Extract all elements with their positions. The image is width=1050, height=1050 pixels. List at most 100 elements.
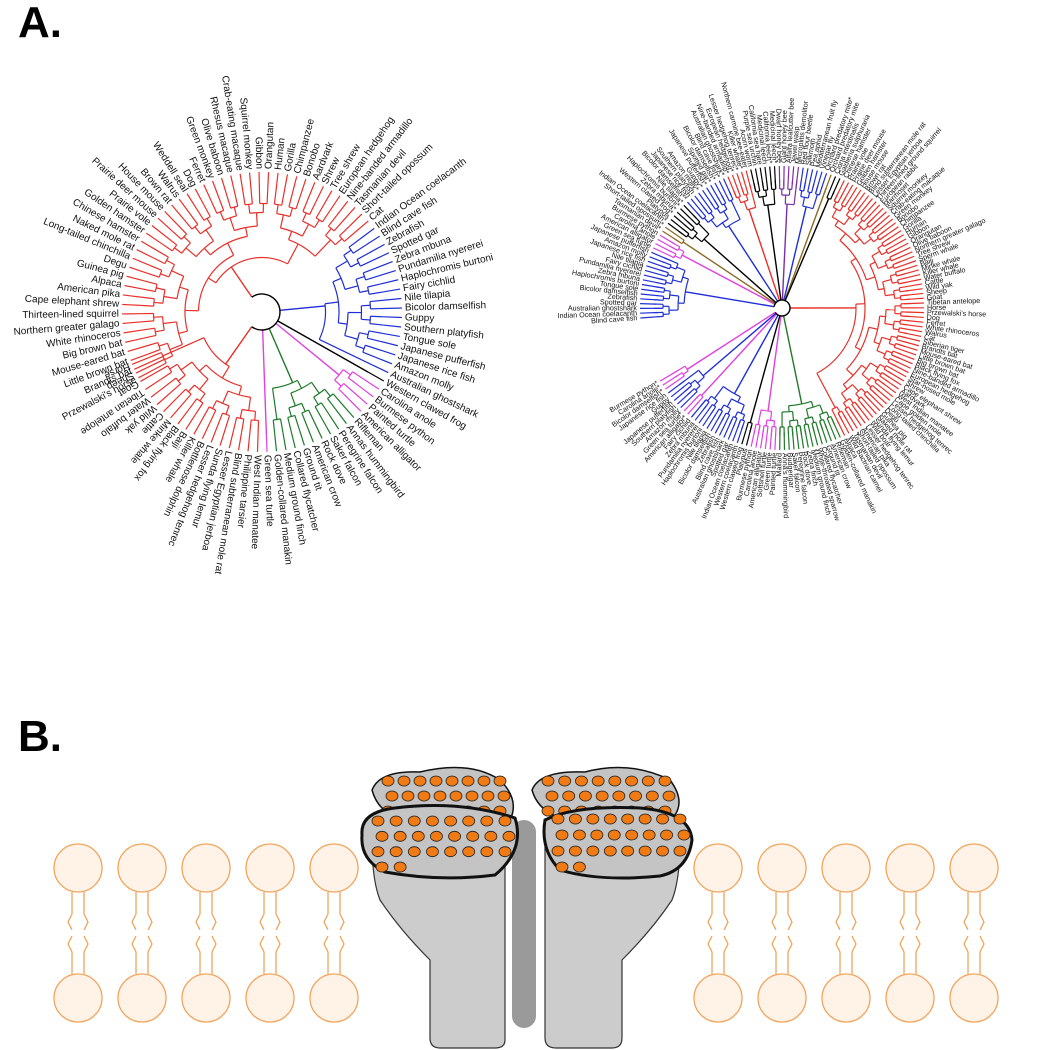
- leaf-label: Painted turtle: [768, 453, 779, 496]
- tree-branch: [900, 319, 910, 322]
- leaf-label: Wild yak: [925, 279, 954, 292]
- tree-branch: [766, 426, 769, 436]
- tree-branch: [855, 393, 861, 399]
- tree-branch: [893, 289, 900, 292]
- tree-branch: [248, 204, 251, 214]
- protein-dot: [397, 775, 411, 787]
- protein-dot: [656, 813, 669, 825]
- tree-branch: [749, 184, 757, 208]
- tree-branch: [850, 257, 857, 263]
- tree-branch: [741, 420, 746, 430]
- leaf-branch: [138, 368, 155, 379]
- tree-arc: [200, 225, 212, 235]
- tree-arc: [680, 270, 686, 283]
- leaf-branch: [282, 432, 287, 451]
- tree-branch: [850, 203, 858, 212]
- tree-branch: [199, 364, 207, 372]
- tree-branch: [762, 196, 765, 206]
- tree-branch: [327, 215, 338, 227]
- tree-branch: [887, 361, 897, 367]
- leaf-branch: [203, 184, 212, 202]
- tree-arc: [347, 371, 354, 379]
- tree-branch: [151, 358, 165, 366]
- protein-dot: [389, 815, 403, 827]
- leaf-label: Jewel wasp: [789, 126, 801, 164]
- tree-branch: [877, 244, 884, 249]
- tree-branch: [332, 277, 342, 283]
- tree-branch: [218, 197, 225, 211]
- tree-branch: [745, 194, 749, 201]
- tree-branch: [709, 201, 716, 210]
- clade-stem: [748, 209, 781, 301]
- tree-branch: [730, 200, 741, 220]
- clade-stem: [275, 322, 340, 376]
- leaf-branch: [874, 211, 887, 224]
- tree-branch: [217, 412, 224, 426]
- tree-branch: [350, 262, 359, 268]
- tree-branch: [873, 341, 880, 345]
- leaf-branch: [800, 167, 804, 184]
- tree-arc: [160, 352, 165, 360]
- tree-arc: [355, 332, 360, 346]
- tree-branch: [152, 257, 166, 265]
- protein-dot: [477, 775, 491, 787]
- lipid: [757, 935, 807, 1023]
- tree-branch: [706, 204, 713, 213]
- tree-branch: [742, 414, 746, 421]
- tree-branch: [900, 294, 910, 297]
- tree-branch: [833, 192, 839, 202]
- tree-branch: [678, 231, 687, 238]
- protein-dot: [608, 775, 622, 787]
- leaf-label: Alfalfa leafcutter bee: [784, 97, 796, 163]
- protein-dot: [426, 846, 439, 858]
- tree-branch: [881, 251, 888, 256]
- leaf-branch: [321, 418, 332, 435]
- tree-branch: [242, 191, 246, 205]
- tree-branch: [189, 213, 199, 225]
- tree-branch: [860, 396, 868, 405]
- tree-branch: [837, 412, 843, 422]
- tree-branch: [770, 426, 773, 436]
- tree-arc: [701, 233, 710, 243]
- leaf-branch: [796, 433, 800, 450]
- protein-dot: [555, 829, 569, 841]
- tree-branch: [674, 238, 683, 245]
- leaf-branch: [220, 177, 228, 196]
- tree-branch: [671, 241, 681, 248]
- tree-arc: [154, 328, 157, 336]
- tree-branch: [169, 343, 183, 351]
- tree-arc: [215, 256, 288, 284]
- protein-dot: [381, 775, 395, 787]
- leaf-branch: [902, 349, 917, 356]
- tree-branch: [898, 331, 908, 335]
- tree-branch: [188, 398, 198, 410]
- leaf-branch: [364, 235, 381, 247]
- tree-branch: [710, 406, 717, 415]
- tree-branch: [725, 414, 731, 424]
- tree-branch: [818, 186, 823, 196]
- leaf-branch: [322, 190, 333, 207]
- tree-branch: [723, 203, 728, 210]
- tree-branch: [757, 182, 761, 192]
- protein-dot: [393, 861, 407, 873]
- leaf-branch: [887, 230, 902, 240]
- tree-branch: [811, 423, 815, 433]
- clade-stem: [781, 204, 788, 301]
- leaf-branch: [367, 371, 385, 382]
- protein-dot: [658, 775, 672, 787]
- tree-branch: [232, 417, 238, 431]
- leaf-branch: [164, 210, 178, 225]
- tree-arc: [176, 363, 186, 376]
- tree-branch: [342, 369, 351, 376]
- tree-arc: [883, 365, 887, 370]
- tree-branch: [762, 425, 765, 435]
- tree-arc: [203, 337, 230, 367]
- tree-branch: [678, 248, 685, 253]
- protein-dot: [417, 790, 431, 802]
- tree-branch: [359, 290, 369, 293]
- tree-branch: [339, 226, 350, 237]
- tree-arc: [885, 249, 889, 254]
- tree-branch: [234, 192, 239, 207]
